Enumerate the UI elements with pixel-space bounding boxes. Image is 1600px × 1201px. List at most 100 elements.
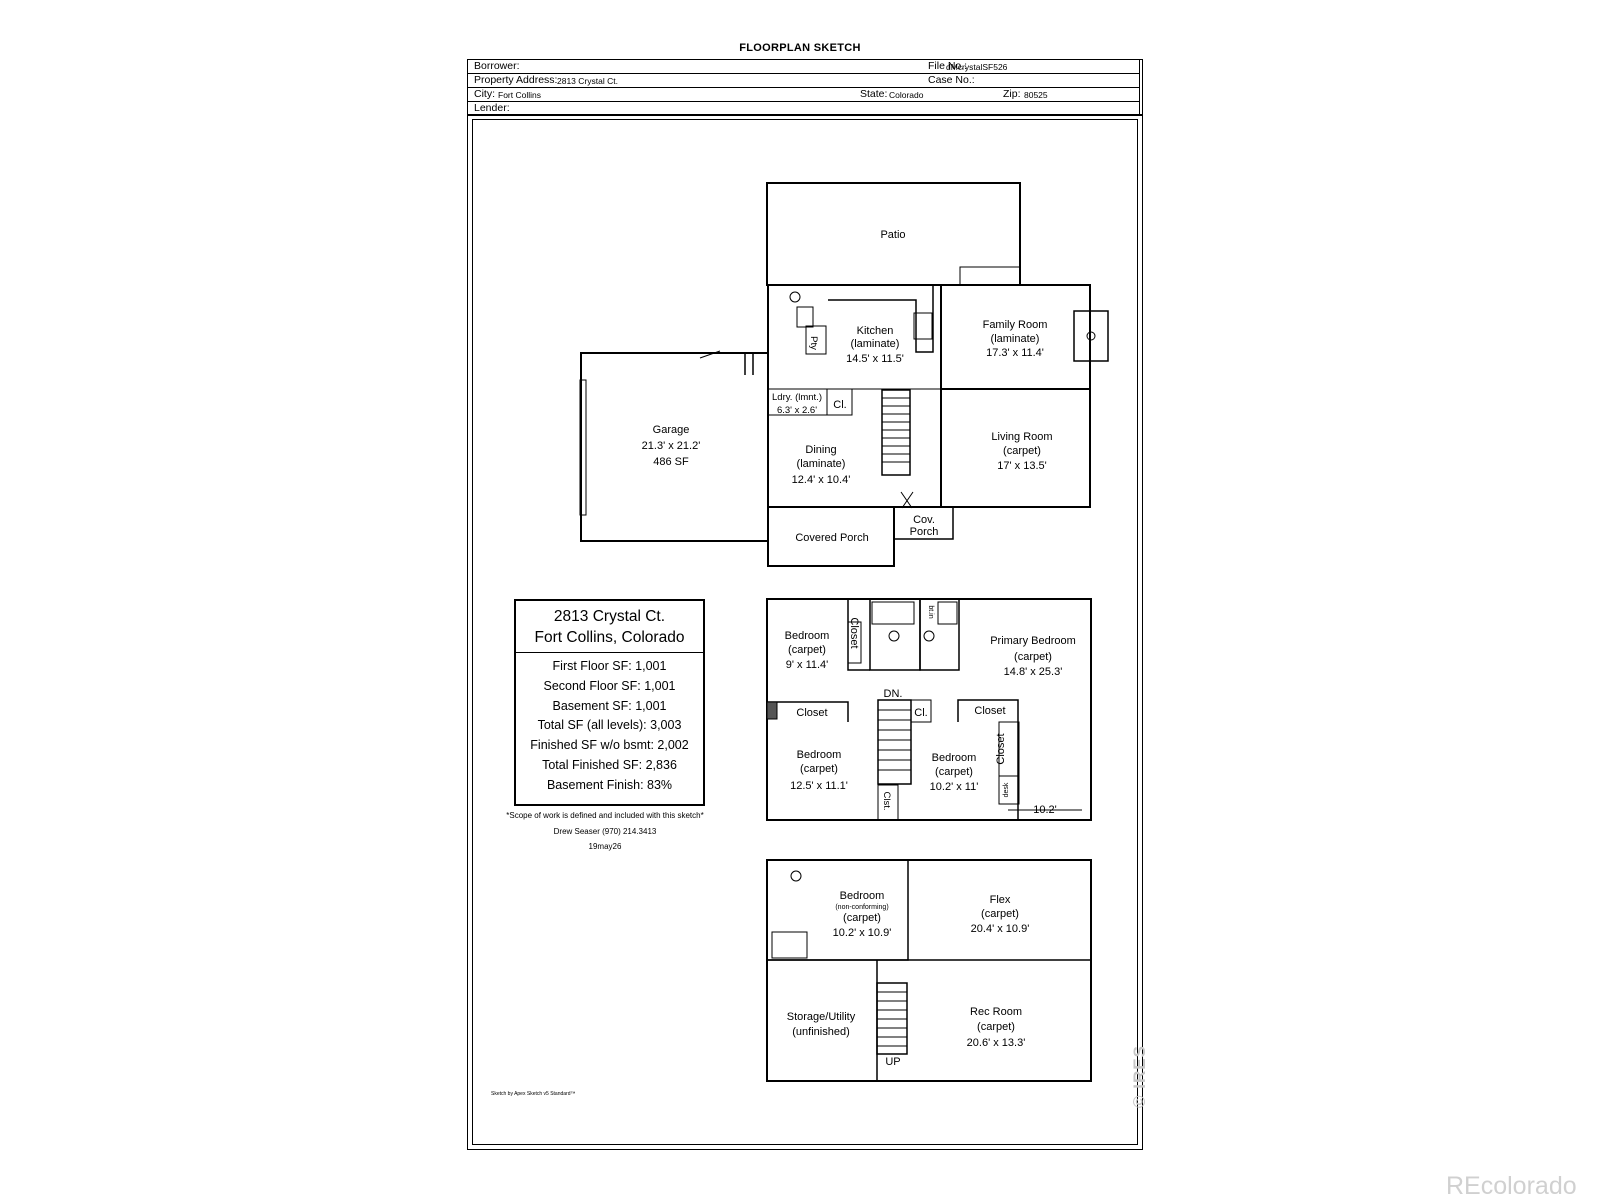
pantry xyxy=(805,325,827,355)
bathroom-1 xyxy=(869,598,921,671)
closet-nw xyxy=(847,621,862,664)
toilet-icon-2 xyxy=(888,630,900,642)
label-covered-porch: Covered Porch xyxy=(795,532,868,544)
label-bedroom-nw: Bedroom xyxy=(785,630,830,642)
label-family-room: Family Room xyxy=(983,319,1048,331)
borrower-label: Borrower: xyxy=(474,60,520,72)
label-basement-bedroom: Bedroom xyxy=(840,890,885,902)
fireplace-icon xyxy=(1086,331,1096,341)
summary-finished-sf: Finished SF w/o bsmt: 2,002 xyxy=(530,738,689,753)
summary-second-floor-sf: Second Floor SF: 1,001 xyxy=(543,678,676,693)
label-dining-dim: 12.4' x 10.4' xyxy=(792,474,851,486)
summary-basement-sf: Basement SF: 1,001 xyxy=(552,698,667,713)
label-closet-stair: Clst. xyxy=(881,792,892,811)
kitchen-sink-icon xyxy=(796,306,814,328)
label-bedroom-nw-floor: (carpet) xyxy=(788,644,826,656)
case-no-label: Case No.: xyxy=(928,74,975,86)
sketch-frame-outer xyxy=(467,114,1143,1150)
sketch-frame-inner xyxy=(472,119,1138,1145)
fireplace xyxy=(1073,310,1109,362)
label-desk: desk xyxy=(1003,782,1010,797)
label-built-in: bt.in xyxy=(927,605,934,618)
label-garage-sf: 486 SF xyxy=(653,456,689,468)
tub-icon xyxy=(871,601,915,625)
label-kitchen-floor: (laminate) xyxy=(851,338,900,350)
garage-room xyxy=(580,352,768,542)
label-basement-bedroom-floor: (carpet) xyxy=(843,912,881,924)
label-closet-nw: Closet xyxy=(848,617,860,648)
bathroom-2 xyxy=(919,598,960,671)
label-kitchen: Kitchen xyxy=(857,325,894,337)
label-up: UP xyxy=(885,1056,900,1068)
garage-entry-door xyxy=(744,353,754,375)
property-address-value: 2813 Crystal Ct. xyxy=(557,76,618,86)
basement-shower-icon xyxy=(771,931,808,959)
label-bedroom-mid: Bedroom xyxy=(932,752,977,764)
label-basement-bedroom-note: (non-conforming) xyxy=(835,904,888,911)
second-floor-stairs xyxy=(877,699,912,785)
label-pantry: Pty xyxy=(808,336,819,350)
label-cov-porch-1: Cov. xyxy=(913,514,935,526)
shower-icon xyxy=(937,601,958,625)
label-primary-bedroom: Primary Bedroom xyxy=(990,635,1076,647)
closet-stair xyxy=(877,784,899,820)
wall-closet-right xyxy=(957,699,1019,820)
summary-first-floor-sf: First Floor SF: 1,001 xyxy=(552,659,667,673)
label-bedroom-sw: Bedroom xyxy=(797,749,842,761)
label-rec-room-floor: (carpet) xyxy=(977,1021,1015,1033)
summary-total-sf: Total SF (all levels): 3,003 xyxy=(537,718,682,733)
stair-treads xyxy=(877,397,1082,1047)
file-no-label: File No.: xyxy=(928,60,968,72)
city-label: City: xyxy=(474,88,495,100)
state-value: Colorado xyxy=(889,90,924,100)
label-flex-dim: 20.4' x 10.9' xyxy=(971,923,1030,935)
lender-label: Lender: xyxy=(474,102,510,114)
zip-value: 80525 xyxy=(1024,90,1048,100)
kitchen-counter xyxy=(828,285,934,353)
summary-box: 2813 Crystal Ct. Fort Collins, Colorado … xyxy=(514,599,705,806)
cov-porch-room xyxy=(893,506,954,540)
state-label: State: xyxy=(860,88,888,100)
header-row-address: Property Address: 2813 Crystal Ct. Case … xyxy=(468,74,1139,88)
patio-steps xyxy=(959,266,1021,286)
label-garage: Garage xyxy=(653,424,690,436)
note-scope: *Scope of work is defined and included w… xyxy=(506,811,704,820)
label-closet-vertical: Closet xyxy=(995,733,1007,764)
label-living-room-floor: (carpet) xyxy=(1003,445,1041,457)
toilet-icon-basement xyxy=(790,870,802,882)
label-family-room-floor: (laminate) xyxy=(991,333,1040,345)
label-rec-room-dim: 20.6' x 13.3' xyxy=(967,1037,1026,1049)
label-dining-floor: (laminate) xyxy=(797,458,846,470)
label-bedroom-mid-dim: 10.2' x 11' xyxy=(930,781,979,793)
walls xyxy=(579,182,1109,1082)
property-address-label: Property Address: xyxy=(474,74,558,86)
label-cov-porch-2: Porch xyxy=(910,526,939,538)
label-family-room-dim: 17.3' x 11.4' xyxy=(986,347,1044,359)
summary-header: 2813 Crystal Ct. Fort Collins, Colorado xyxy=(516,601,703,653)
header-inner: Borrower: File No.: dMcrystalSF526 Prope… xyxy=(468,60,1140,115)
range-icon xyxy=(913,312,933,340)
label-bedroom-nw-dim: 9' x 11.4' xyxy=(786,659,829,671)
label-closet: Cl. xyxy=(833,399,846,411)
label-garage-dim: 21.3' x 21.2' xyxy=(642,440,701,452)
city-value: Fort Collins xyxy=(498,90,541,100)
header-row-city: City: Fort Collins State: Colorado Zip: … xyxy=(468,88,1139,102)
summary-total-finished-sf: Total Finished SF: 2,836 xyxy=(542,757,677,772)
zip-label: Zip: xyxy=(1003,88,1021,100)
label-rec-room: Rec Room xyxy=(970,1006,1022,1018)
label-dining: Dining xyxy=(805,444,836,456)
watermark-ires: © IRES xyxy=(1130,1045,1149,1108)
door-swings xyxy=(699,350,914,509)
label-patio: Patio xyxy=(880,229,905,241)
linen-block xyxy=(766,701,778,720)
note-date: 19may26 xyxy=(588,842,622,851)
label-closet-right: Closet xyxy=(974,705,1005,717)
file-no-value: dMcrystalSF526 xyxy=(946,62,1008,72)
garage-door xyxy=(579,379,587,516)
header-block: Borrower: File No.: dMcrystalSF526 Prope… xyxy=(467,59,1143,116)
label-desk-dim: 10.2' xyxy=(1033,804,1057,816)
basement-outline xyxy=(766,859,1092,1082)
first-floor-closet xyxy=(826,388,853,416)
label-laundry-dim: 6.3' x 2.6' xyxy=(777,405,817,416)
label-closet-small: Cl. xyxy=(914,707,927,719)
